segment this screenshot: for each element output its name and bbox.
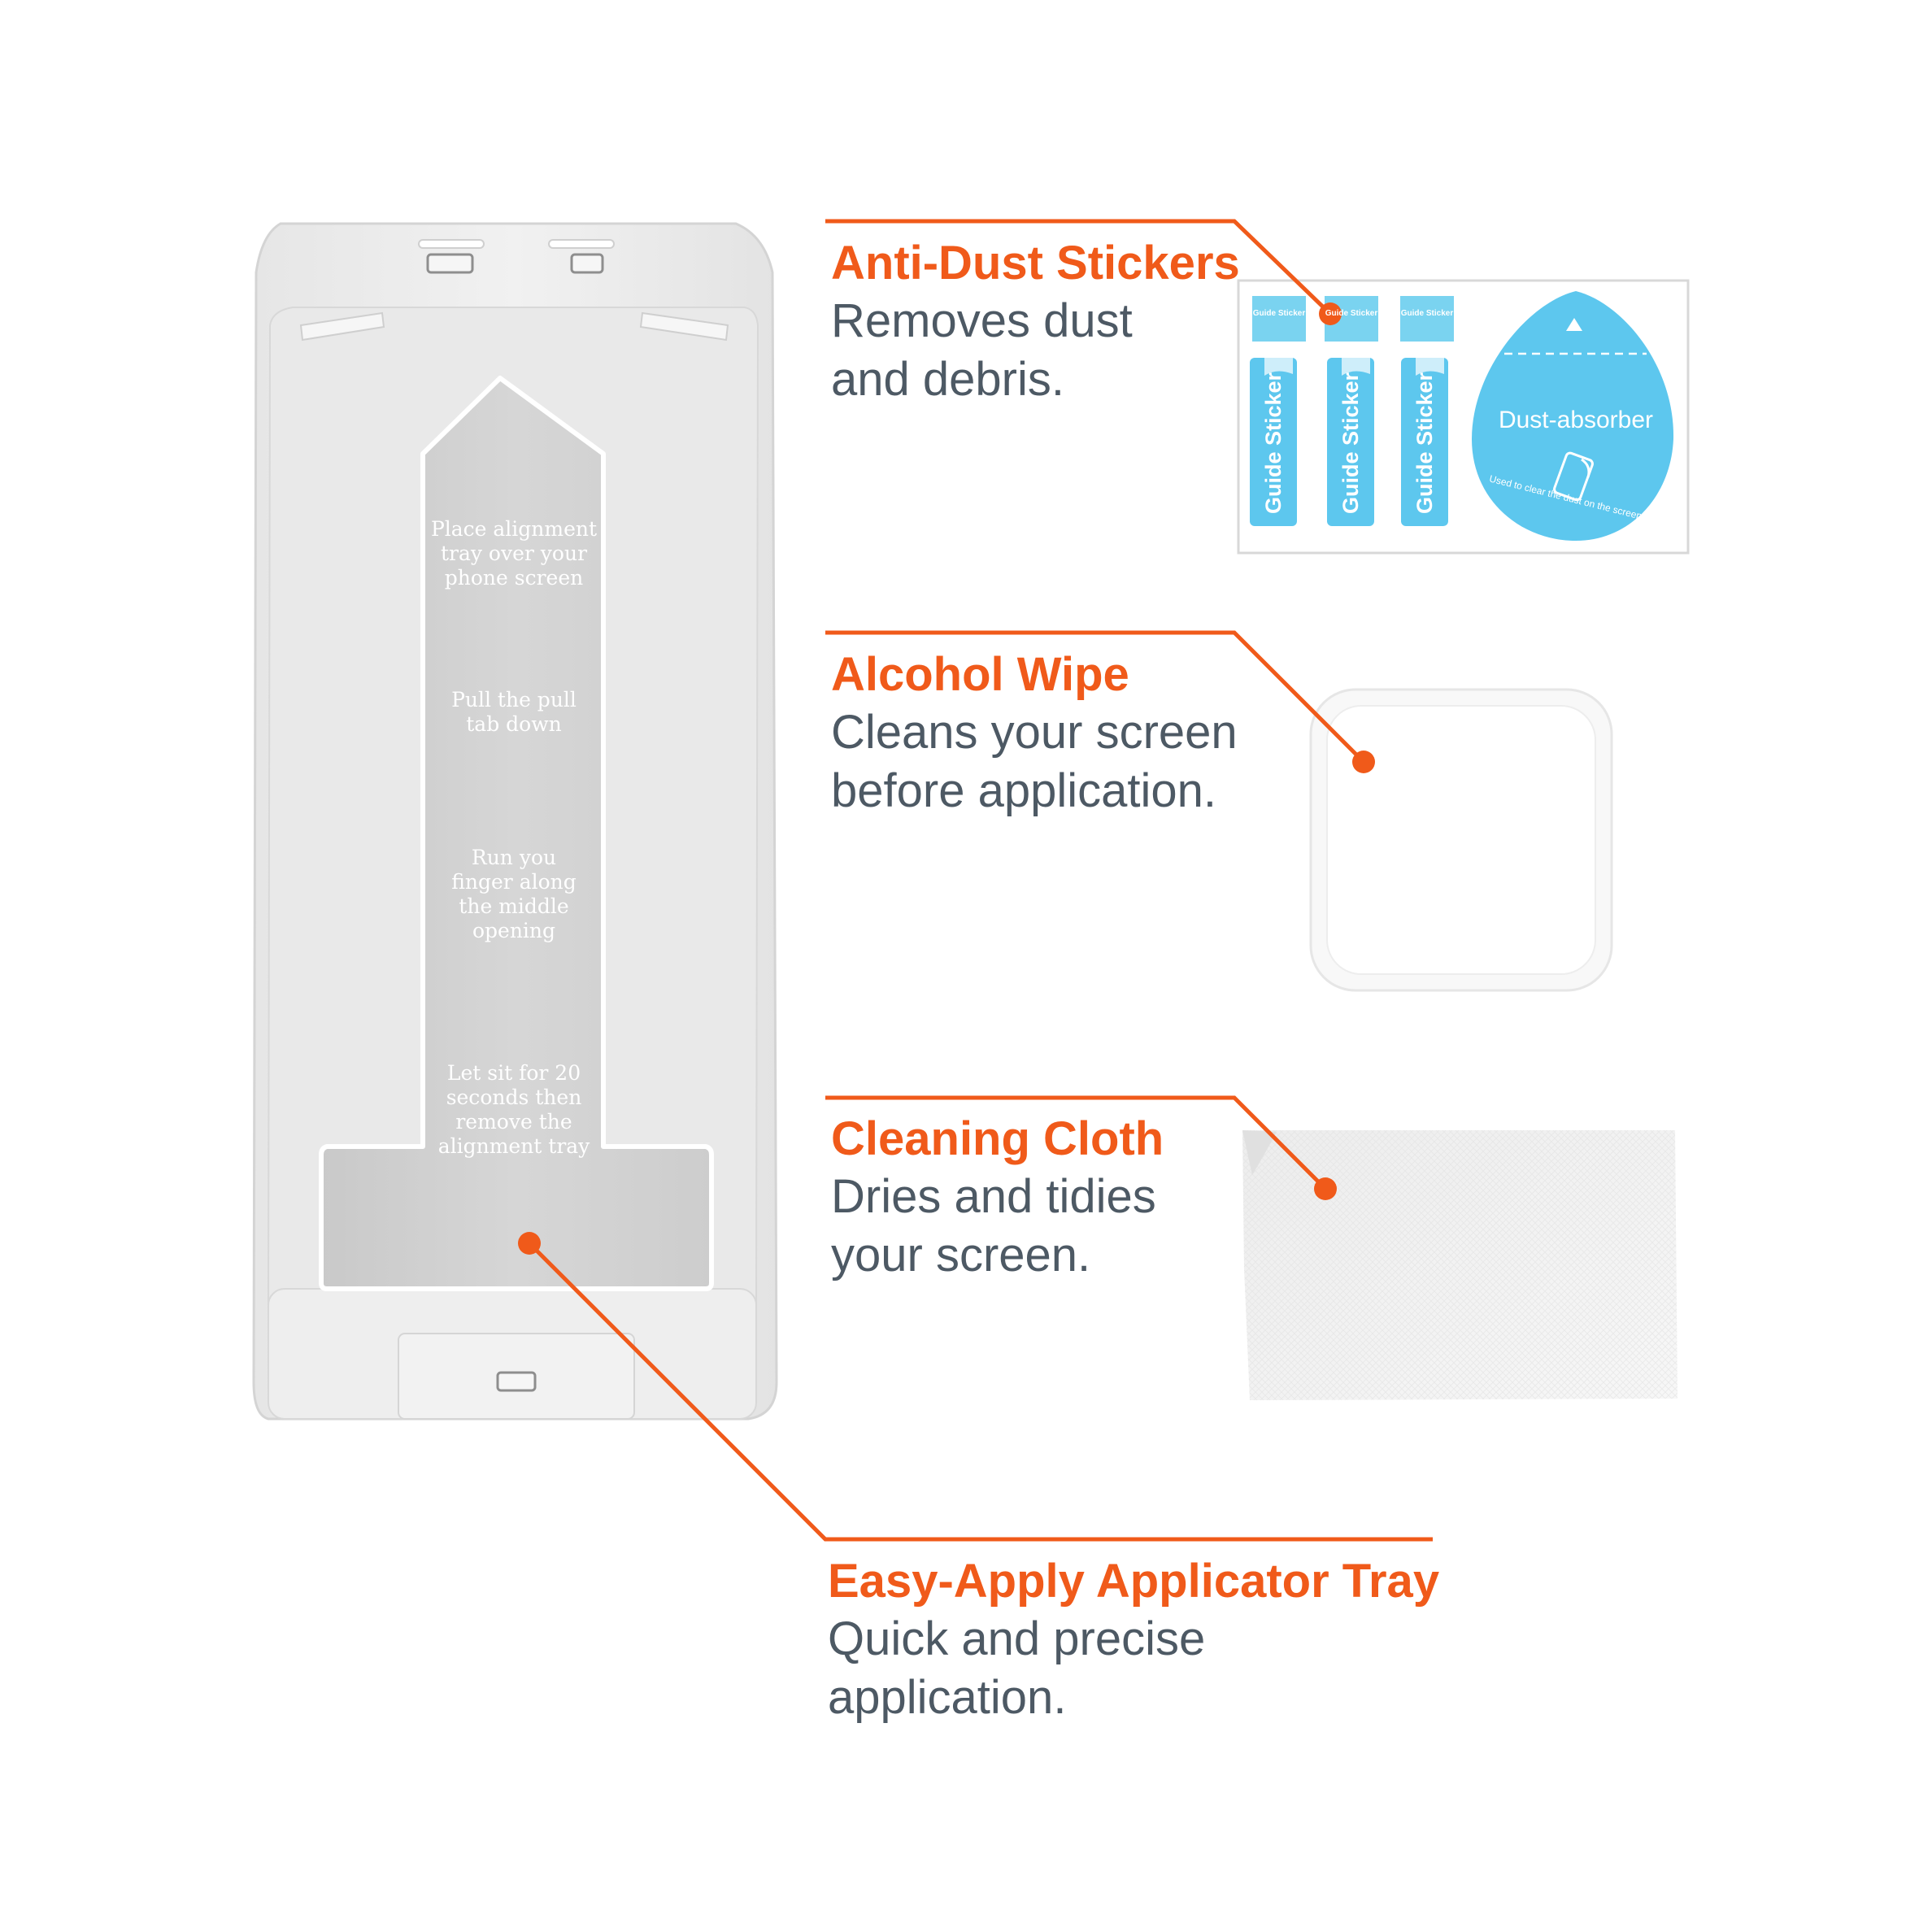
anti-dust-desc-line-2: and debris. [831, 353, 1064, 406]
tray-step-1-line-1: Place alignment [430, 517, 598, 541]
callout-applicator-tray: Easy-Apply Applicator Tray Quick and pre… [828, 1553, 1439, 1727]
tray-step-2-line-2: tab down [466, 712, 562, 736]
dust-absorber-title: Dust-absorber [1498, 407, 1654, 433]
cloth-desc-line-1: Dries and tidies [831, 1170, 1156, 1223]
tray-step-4: Let sit for 20 seconds then remove the a… [424, 1061, 603, 1159]
applicator-tray-description: Quick and precise application. [828, 1610, 1439, 1727]
cloth-dot [1314, 1177, 1337, 1200]
tray-dot [518, 1232, 541, 1255]
sticker-tab-label-3: Guide Sticker [1400, 309, 1454, 318]
tray-step-4-line-2: seconds then [446, 1086, 582, 1109]
alcohol-leader [825, 630, 1365, 764]
anti-dust-desc-line-1: Removes dust [831, 294, 1133, 347]
tray-step-4-line-3: remove the [455, 1110, 572, 1134]
tray-desc-line-2: application. [828, 1671, 1067, 1724]
sticker-tab-label-2: Guide Sticker [1325, 309, 1378, 318]
callout-alcohol-wipe: Alcohol Wipe Cleans your screen before a… [831, 646, 1238, 820]
applicator-tray [252, 222, 778, 1421]
cloth-desc-line-2: your screen. [831, 1229, 1091, 1281]
alcohol-wipe-description: Cleans your screen before application. [831, 703, 1238, 820]
leader-lines [528, 219, 1433, 1542]
tray-leader [528, 1242, 1433, 1542]
anti-dust-title: Anti-Dust Stickers [831, 237, 1240, 289]
tray-step-2-line-1: Pull the pull [451, 688, 577, 711]
sticker-tab-label-1: Guide Sticker [1252, 309, 1306, 318]
alcohol-desc-line-1: Cleans your screen [831, 706, 1238, 759]
alcohol-dot [1352, 751, 1375, 773]
applicator-tray-title: Easy-Apply Applicator Tray [828, 1555, 1440, 1608]
tray-step-2: Pull the pull tab down [424, 688, 603, 737]
tray-step-3-line-2: finger along [451, 870, 577, 894]
tray-step-3-line-1: Run you [471, 846, 557, 869]
anti-dust-leader [825, 219, 1332, 315]
sticker-strip-label-1: Guide Sticker [1261, 372, 1286, 515]
cleaning-cloth [1242, 1130, 1677, 1400]
cloth-leader [825, 1095, 1327, 1190]
tray-step-3: Run you finger along the middle opening [424, 846, 603, 943]
anti-dust-dot [1319, 302, 1342, 325]
tray-step-4-line-1: Let sit for 20 [446, 1061, 581, 1085]
tray-step-1-line-2: tray over your [440, 542, 588, 565]
alcohol-wipe-title: Alcohol Wipe [831, 648, 1129, 701]
alcohol-wipe [1309, 688, 1613, 992]
callout-anti-dust: Anti-Dust Stickers Removes dust and debr… [831, 235, 1240, 409]
callout-cleaning-cloth: Cleaning Cloth Dries and tidies your scr… [831, 1111, 1164, 1285]
alcohol-desc-line-2: before application. [831, 764, 1216, 817]
tray-desc-line-1: Quick and precise [828, 1612, 1206, 1665]
tray-step-1: Place alignment tray over your phone scr… [424, 517, 603, 590]
leader-dots [518, 302, 1375, 1255]
anti-dust-sticker-sheet [1237, 279, 1690, 555]
tray-step-4-line-4: alignment tray [437, 1134, 590, 1158]
sticker-strip-label-2: Guide Sticker [1338, 372, 1363, 515]
tray-step-3-line-3: the middle [459, 894, 569, 918]
anti-dust-description: Removes dust and debris. [831, 292, 1240, 409]
sticker-strip-label-3: Guide Sticker [1412, 372, 1437, 515]
tray-step-1-line-3: phone screen [444, 566, 584, 590]
tray-step-3-line-4: opening [472, 919, 556, 942]
cleaning-cloth-title: Cleaning Cloth [831, 1112, 1164, 1165]
phone-icon [1553, 451, 1594, 502]
cleaning-cloth-description: Dries and tidies your screen. [831, 1168, 1164, 1285]
